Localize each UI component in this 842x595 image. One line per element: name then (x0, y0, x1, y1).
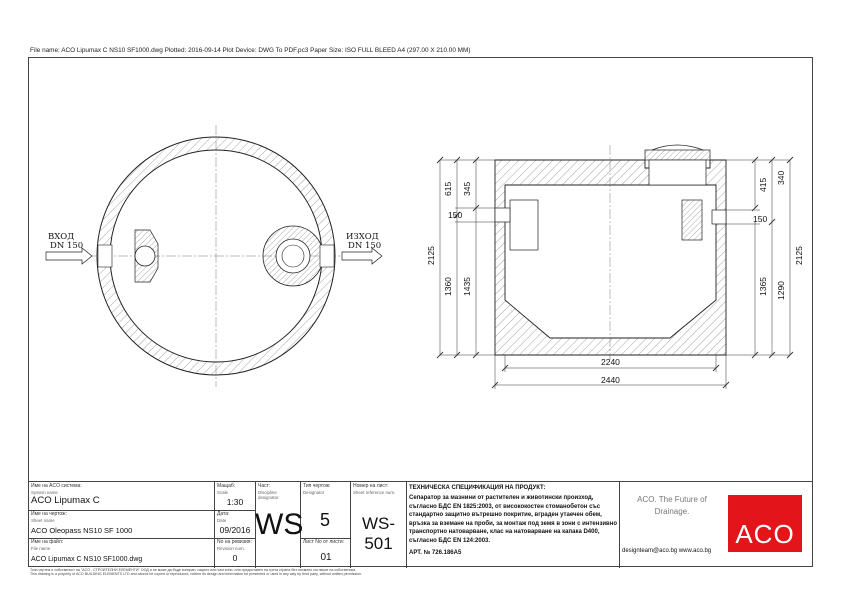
outlet-wall-opening (319, 244, 335, 268)
dim-2440: 2440 (601, 375, 620, 385)
dim-415: 415 (758, 178, 768, 192)
outlet-dn: DN 150 (348, 241, 381, 251)
dim-2240: 2240 (601, 357, 620, 367)
file-label: Име на файл: (31, 539, 64, 545)
part-label: Част: (258, 483, 271, 489)
spec-line: съгласно БДС EN 1825:2003, от висококост… (409, 503, 601, 510)
outlet-arrow (341, 247, 383, 265)
file-sub: File name (31, 545, 51, 551)
dim-150-right: 150 (753, 214, 767, 224)
type-value: 5 (319, 510, 330, 530)
inlet-dn: DN 150 (50, 241, 83, 251)
inlet-label: ВХОД (48, 232, 74, 242)
title-block: Име на ACO система: System name ACO Lipu… (28, 481, 813, 568)
spec-line: транспортно натоварване, клас на натовар… (409, 529, 600, 535)
plan-view: ВХОД DN 150 ИЗХОД DN 150 (45, 125, 383, 387)
spec-line: връзка за вземане на проби, за монтаж по… (409, 520, 618, 527)
aco-logo: ACO (728, 495, 802, 552)
inlet-pipe-section (494, 207, 511, 223)
dim-150-left: 150 (448, 210, 462, 220)
tagline-line2: Drainage. (654, 507, 690, 516)
aco-logo-text: ACO (735, 519, 795, 549)
shaft-opening (648, 159, 707, 186)
part-sub: Discipline designator (258, 489, 279, 500)
dim-1365: 1365 (758, 277, 768, 296)
contact: designteam@aco.bg www.aco.bg (622, 548, 712, 554)
inlet-pipe-circle (134, 245, 156, 267)
plot-header: File name: ACO Lipumax C NS10 SF1000.dwg… (30, 47, 471, 54)
section-view (494, 144, 727, 360)
sheet-sub: Sheet name (31, 517, 55, 523)
system-value: ACO Lipumax C (31, 494, 100, 506)
system-sub: System name (31, 489, 58, 495)
scale-label: Мащаб: (217, 483, 236, 489)
dim-2125-left: 2125 (426, 246, 436, 265)
dim-340: 340 (776, 171, 786, 185)
sheet-number-value: 01 (320, 551, 332, 563)
dimensions (436, 156, 794, 389)
reference-label: Номер на лист: (353, 483, 389, 489)
reference-value: WS-501 (361, 514, 396, 553)
tagline-line1: ACO. The Future of (637, 495, 707, 504)
inlet-arrow (45, 247, 93, 265)
footer-notice: Този чертеж е собственост на "ACO - СТРО… (30, 568, 362, 577)
dim-1435: 1435 (462, 277, 472, 296)
type-label: Тип чертож: (303, 483, 331, 489)
date-sub: Date (217, 517, 227, 523)
dim-1290: 1290 (776, 281, 786, 300)
outlet-pipe-section (711, 209, 727, 225)
drawing-frame (28, 57, 813, 567)
footer-line-bg: Този чертеж е собственост на "ACO - СТРО… (30, 568, 357, 572)
dimension-labels: 615 345 150 2125 1360 1435 415 340 150 2… (426, 171, 804, 385)
part-value: WS (255, 508, 304, 541)
reference-sub: Sheet reference num. (353, 489, 396, 495)
file-value: ACO Lipumax C NS10 SF1000.dwg (31, 555, 143, 563)
date-label: Дата: (217, 511, 230, 517)
outlet-label: ИЗХОД (346, 232, 379, 242)
sheet-number-label: Лист No от листи: (303, 539, 345, 545)
dim-1360: 1360 (443, 277, 453, 296)
outlet-baffle-section (681, 199, 703, 241)
sheet-label: Име на чертож: (31, 511, 67, 517)
type-sub: Designator (303, 489, 325, 495)
dim-2125-right: 2125 (794, 246, 804, 265)
outlet-chamber-inner (275, 238, 311, 274)
art-number: АРТ. № 726.186А5 (409, 550, 462, 556)
footer-line-en: This drawing is a property of ACO BUILDI… (30, 572, 363, 577)
dim-345: 345 (462, 182, 472, 196)
spec-line: съгласно БДС EN 124:2003. (409, 537, 491, 544)
system-label: Име на ACO система: (31, 483, 82, 489)
date-value: 09/2016 (219, 524, 251, 535)
manhole-cover (651, 144, 704, 151)
inlet-wall-opening (97, 244, 113, 268)
section-body (494, 159, 727, 356)
spec-title: ТЕХНИЧЕСКА СПЕЦИФИКАЦИЯ НА ПРОДУКТ: (409, 485, 546, 491)
spec-body: Сепаратор за мазнини от растителен и жив… (409, 494, 617, 545)
spec-line: стандартно защитно вътрешно покритие, вг… (409, 512, 602, 518)
revision-label: No на ревизия: (217, 539, 252, 545)
outlet-pipe (281, 244, 305, 268)
dim-615: 615 (443, 182, 453, 196)
revision-sub: Revision num. (217, 545, 245, 551)
scale-value: 1:30 (226, 496, 244, 507)
spec-line: Сепаратор за мазнини от растителен и жив… (409, 495, 594, 501)
revision-value: 0 (232, 552, 238, 563)
scale-sub: Scale (217, 489, 228, 495)
sheet-value: ACO Oleopass NS10 SF 1000 (31, 525, 133, 535)
inlet-baffle-section (509, 199, 539, 251)
cover-frame (644, 149, 711, 161)
